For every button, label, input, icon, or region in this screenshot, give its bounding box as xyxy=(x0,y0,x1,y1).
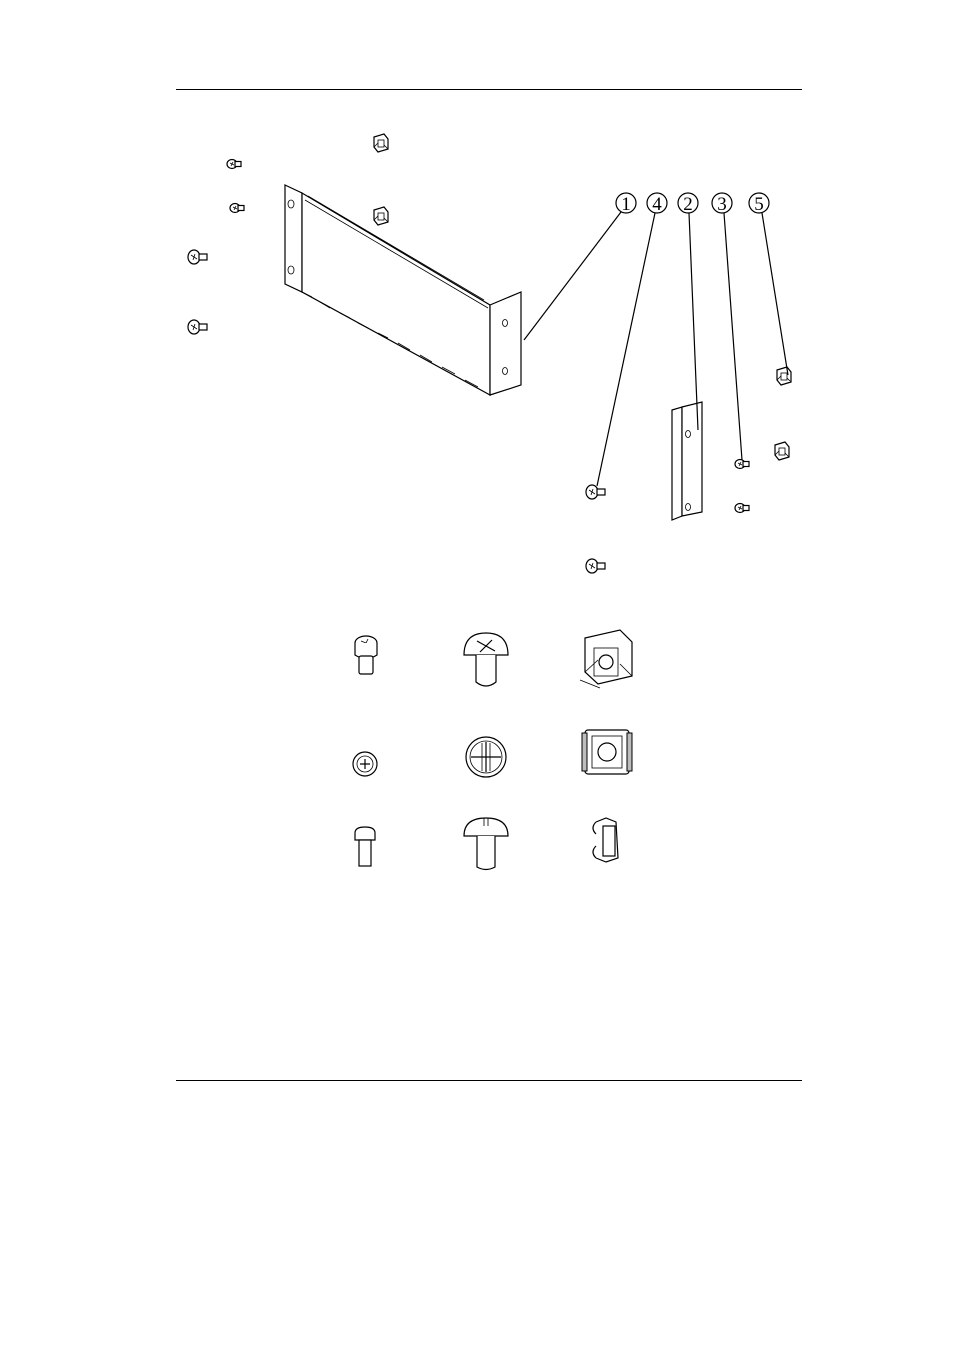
leader-5 xyxy=(761,212,789,376)
callout-1: 1 xyxy=(615,192,637,215)
callout-4-label: 4 xyxy=(652,194,662,215)
cage-nut-perspective xyxy=(579,629,633,689)
callout-3-label: 3 xyxy=(717,194,727,215)
screw-large-4a xyxy=(585,484,606,500)
small-rack-bracket xyxy=(671,401,703,521)
large-screw-perspective xyxy=(463,632,509,687)
header-rule xyxy=(176,89,802,90)
leader-2 xyxy=(688,212,699,431)
small-screw-top xyxy=(352,751,378,777)
loose-screw-large-1 xyxy=(187,249,208,265)
small-screw-perspective xyxy=(354,635,378,675)
screw-small-3b xyxy=(734,502,750,514)
cage-nut-5b xyxy=(774,441,790,461)
large-screw-top xyxy=(465,736,507,778)
screw-small-3a xyxy=(734,458,750,470)
leader-4 xyxy=(596,212,656,487)
footer-rule xyxy=(176,1080,802,1081)
loose-cage-nut-2 xyxy=(373,206,389,226)
callout-5: 5 xyxy=(748,192,770,215)
parts-legend xyxy=(352,629,633,871)
loose-cage-nut-1 xyxy=(373,133,389,153)
callout-5-label: 5 xyxy=(754,194,764,215)
cage-nut-side xyxy=(592,817,619,863)
cage-nut-top xyxy=(581,729,633,775)
callout-3: 3 xyxy=(711,192,733,215)
loose-screw-small-1 xyxy=(226,158,242,170)
leader-1 xyxy=(523,211,622,341)
leader-lines xyxy=(523,211,789,487)
leader-3 xyxy=(723,212,743,461)
large-screw-side xyxy=(463,817,509,871)
callout-2: 2 xyxy=(677,192,699,215)
callout-2-label: 2 xyxy=(683,194,693,215)
small-screw-side xyxy=(354,826,376,867)
large-rack-bracket xyxy=(284,184,522,397)
loose-screw-large-2 xyxy=(187,319,208,335)
screw-large-4b xyxy=(585,558,606,574)
callout-4: 4 xyxy=(646,192,668,215)
callout-1-label: 1 xyxy=(621,194,631,215)
loose-screw-small-2 xyxy=(229,202,245,214)
cage-nut-5a xyxy=(776,366,792,386)
